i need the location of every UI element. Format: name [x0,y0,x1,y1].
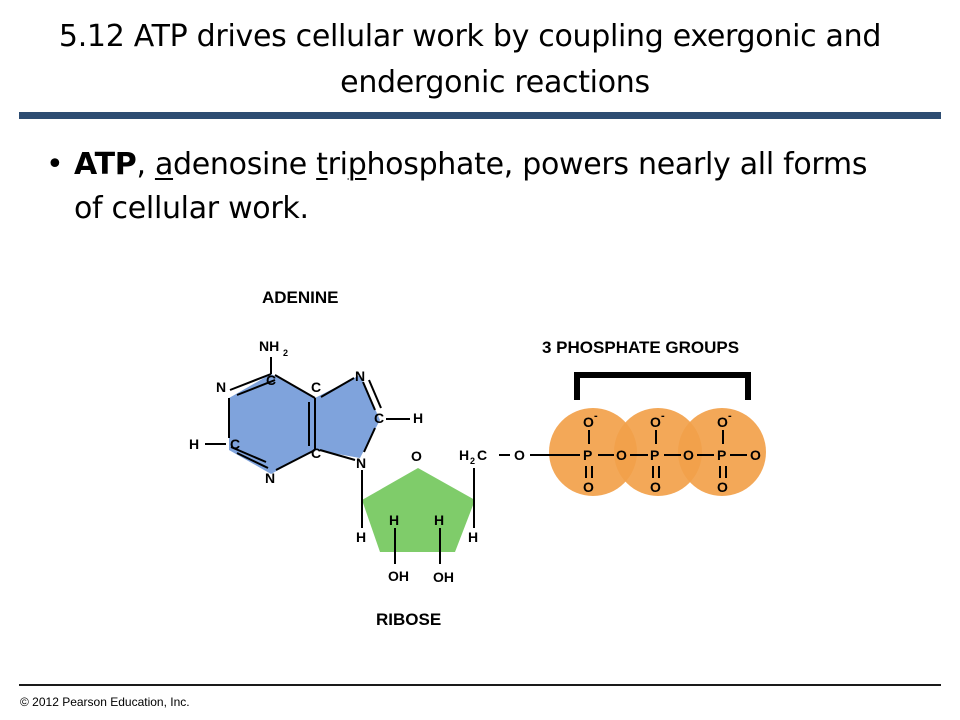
atom-o: O [650,479,661,495]
phosphate-circle-3 [678,408,766,496]
charge-minus: - [661,410,665,422]
title-line-2: endergonic reactions [340,65,650,100]
atom-o: O [750,447,761,463]
atom-c: C [311,379,321,395]
atom-o-minus: O [717,414,728,430]
atom-o: O [683,447,694,463]
bullet-marker: • [46,147,64,182]
bullet-rest: hosphate, powers nearly all forms of cel… [74,147,868,226]
atom-o: O [411,448,422,464]
atom-oh: OH [433,569,454,585]
atom-n: N [265,470,275,486]
atom-c: C [230,436,240,452]
adenine-label: ADENINE [262,288,339,307]
atom-o: O [616,447,627,463]
adenine-pentagon [315,375,380,458]
underline-t: t [316,147,328,182]
atom-p: P [583,447,592,463]
adenosine-rest: denosine [173,147,317,182]
charge-minus: - [728,410,732,422]
title-divider [19,112,941,119]
atom-c: C [266,372,276,388]
phosphate-circle-2 [614,408,702,496]
atom-oh: OH [388,568,409,584]
atom-o-minus: O [583,414,594,430]
atom-h: H [389,512,399,528]
bullet-text: ATP, adenosine triphosphate, powers near… [74,143,904,231]
phosphate-circle-1 [549,408,637,496]
atom-n: N [216,379,226,395]
phosphate-atoms: O - P O O O - P O O O - P O O [583,410,761,495]
bonds [205,357,747,564]
adenine-hexagon [229,374,315,474]
atom-o: O [717,479,728,495]
phosphate-bracket [574,372,751,400]
ribose-pentagon [362,468,475,552]
slide-title: 5.12 ATP drives cellular work by couplin… [20,14,920,106]
atom-h: H [434,512,444,528]
ribose-atoms: O H 2 C O H H H H OH OH [356,447,525,585]
underline-p: p [347,147,367,182]
atom-o: O [583,479,594,495]
copyright-notice: © 2012 Pearson Education, Inc. [20,695,190,709]
adenine-atoms: NH 2 C N C N C H H C C N N [189,338,423,486]
atom-p: P [717,447,726,463]
atom-h2c-sub: 2 [470,456,475,466]
atom-c: C [311,445,321,461]
tri-mid: ri [327,147,348,182]
ribose-label: RIBOSE [376,610,441,629]
footer-divider [19,684,941,686]
atom-h2c-c: C [477,447,487,463]
atom-h: H [413,410,423,426]
atp-term: ATP [74,147,137,182]
atom-nh-sub: 2 [283,348,288,358]
atom-o: O [514,447,525,463]
atom-n: N [355,368,365,384]
atom-p: P [650,447,659,463]
atom-h: H [356,529,366,545]
atom-c: C [374,410,384,426]
atom-o-minus: O [650,414,661,430]
atom-nh: NH [259,338,279,354]
atom-h: H [468,529,478,545]
atom-n: N [356,455,366,471]
comma: , [136,147,155,182]
charge-minus: - [594,410,598,422]
atom-h2c-h: H [459,447,469,463]
atom-h: H [189,436,199,452]
underline-a: a [154,147,174,182]
title-line-1: 5.12 ATP drives cellular work by couplin… [58,19,882,54]
phosphate-groups-label: 3 PHOSPHATE GROUPS [542,338,739,357]
